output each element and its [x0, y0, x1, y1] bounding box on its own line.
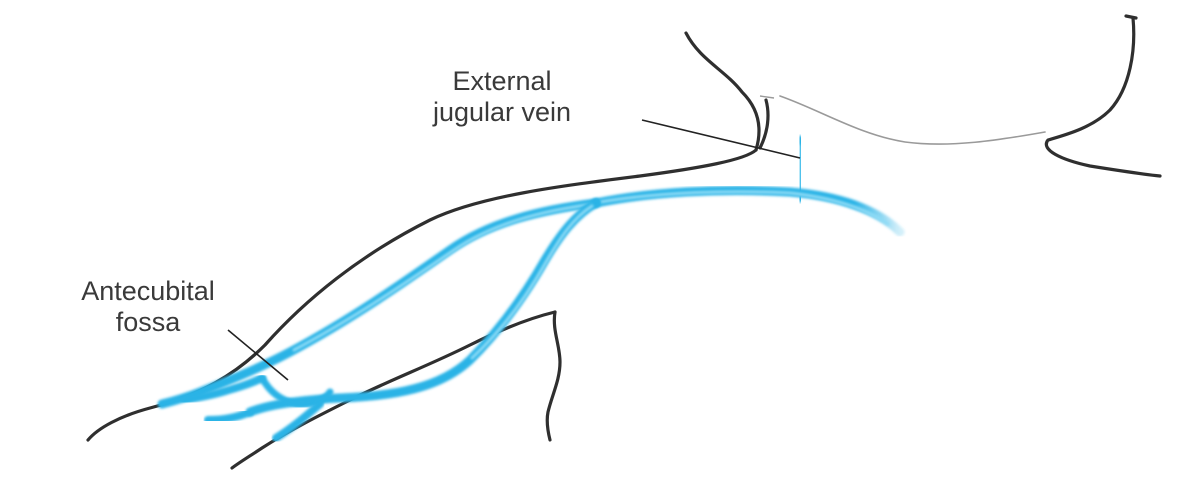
- neck-light-mark: [760, 96, 774, 98]
- antecubital-fossa-label-line2: fossa: [18, 307, 278, 338]
- external-jugular-vein-label-line1: External: [352, 66, 652, 97]
- shoulder-curve-outline: [760, 100, 768, 148]
- neck-light-outline: [780, 96, 1045, 144]
- ejv-leader-line: [642, 120, 800, 158]
- external-jugular-vein-label: External jugular vein: [352, 66, 652, 128]
- head-top-mark: [1126, 16, 1136, 18]
- subclavian-vein-highlight: [600, 192, 888, 224]
- antecubital-fossa-label: Antecubital fossa: [18, 276, 278, 338]
- external-jugular-vein-label-line2: jugular vein: [352, 97, 652, 128]
- forearm-vein-lower: [276, 404, 320, 438]
- torso-outline: [547, 312, 560, 440]
- forearm-vein-middle: [208, 412, 250, 420]
- antecubital-fossa-label-line1: Antecubital: [18, 276, 278, 307]
- head-outline: [1046, 18, 1160, 176]
